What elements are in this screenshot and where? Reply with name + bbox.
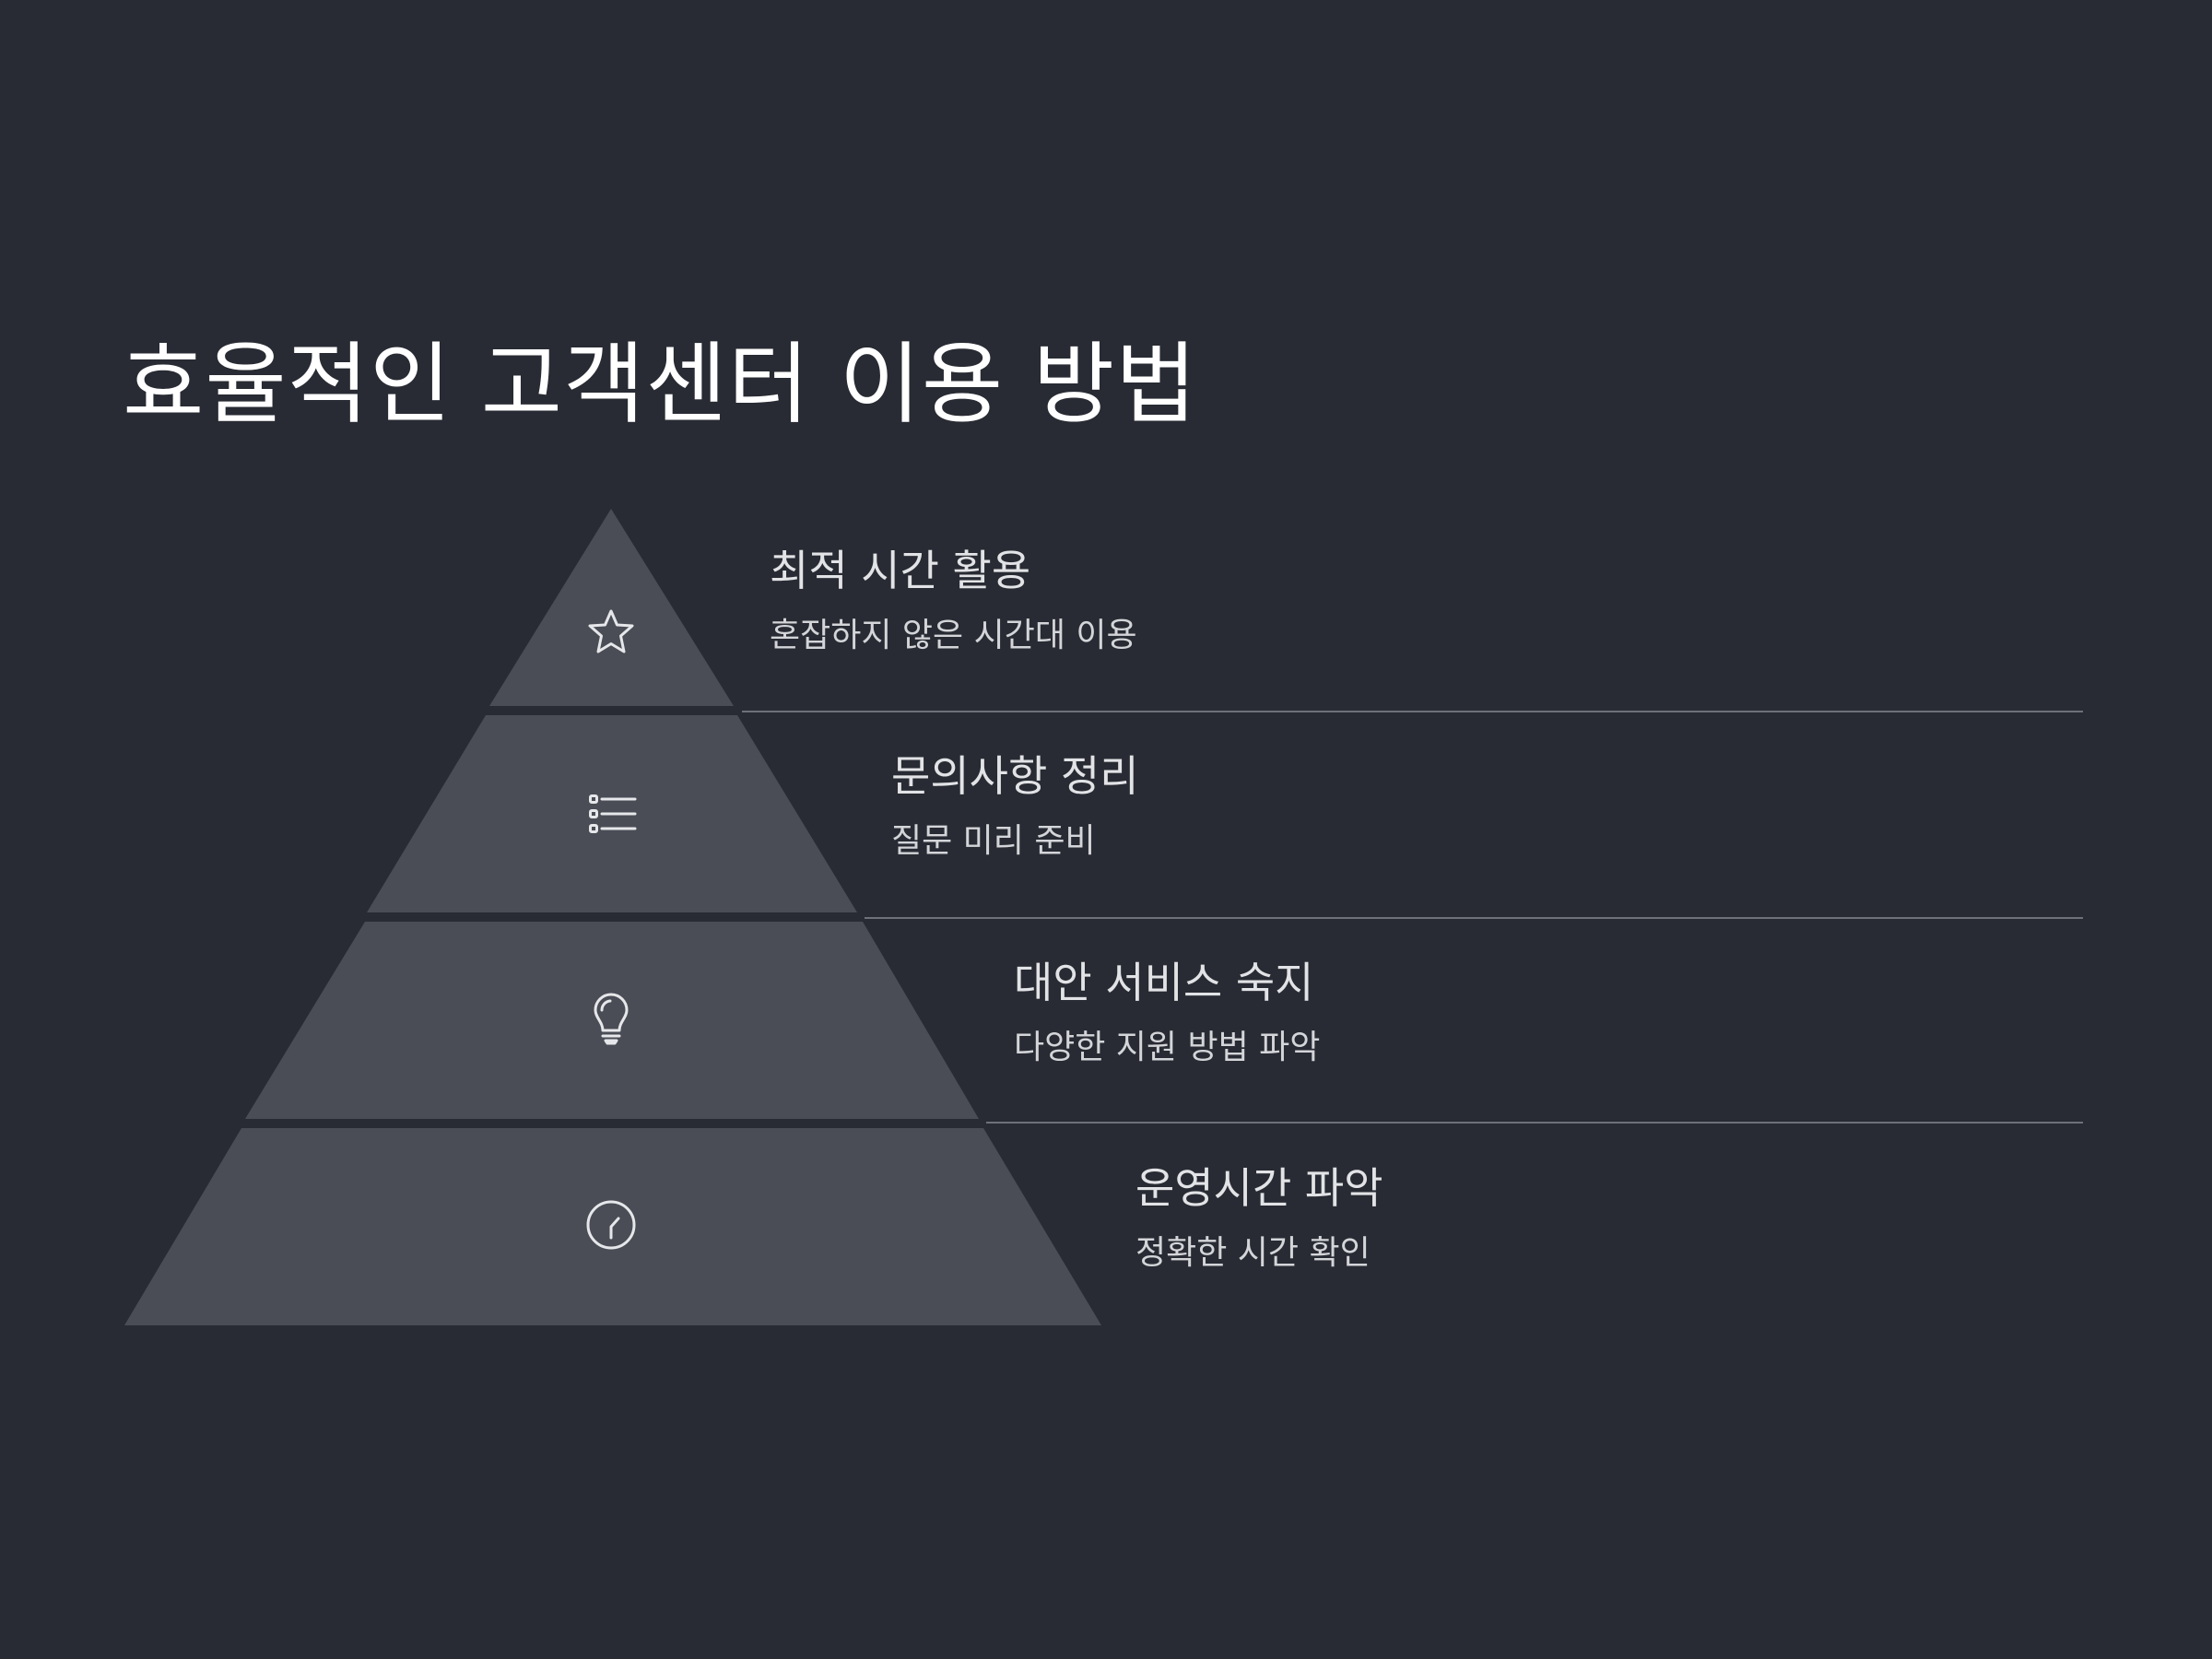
- tier-label-2: 문의사항 정리 질문 미리 준비: [891, 748, 1139, 864]
- tier-description: 혼잡하지 않은 시간대 이용: [770, 617, 1137, 654]
- pyramid-tier-3: [245, 922, 979, 1119]
- page-title: 효율적인 고객센터 이용 방법: [123, 333, 1198, 436]
- tier-description: 질문 미리 준비: [891, 822, 1096, 860]
- tier-description: 정확한 시간 확인: [1135, 1234, 1371, 1272]
- list-icon: [589, 794, 637, 833]
- pyramid-tier-1: [489, 509, 734, 706]
- lightbulb-icon: [594, 993, 629, 1045]
- tier-heading: 문의사항 정리: [891, 751, 1139, 801]
- tier-heading: 운영시간 파악: [1135, 1163, 1383, 1213]
- tier-label-4: 운영시간 파악 정확한 시간 확인: [1135, 1160, 1383, 1276]
- star-icon: [588, 609, 634, 653]
- clock-icon: [586, 1200, 636, 1250]
- tier-heading: 대안 서비스 숙지: [1014, 958, 1314, 1007]
- tier-label-1: 최적 시간 활용 혼잡하지 않은 시간대 이용: [770, 543, 1137, 658]
- tier-heading: 최적 시간 활용: [770, 546, 1031, 595]
- tier-label-3: 대안 서비스 숙지 다양한 지원 방법 파악: [1014, 955, 1320, 1070]
- tier-description: 다양한 지원 방법 파악: [1014, 1029, 1321, 1066]
